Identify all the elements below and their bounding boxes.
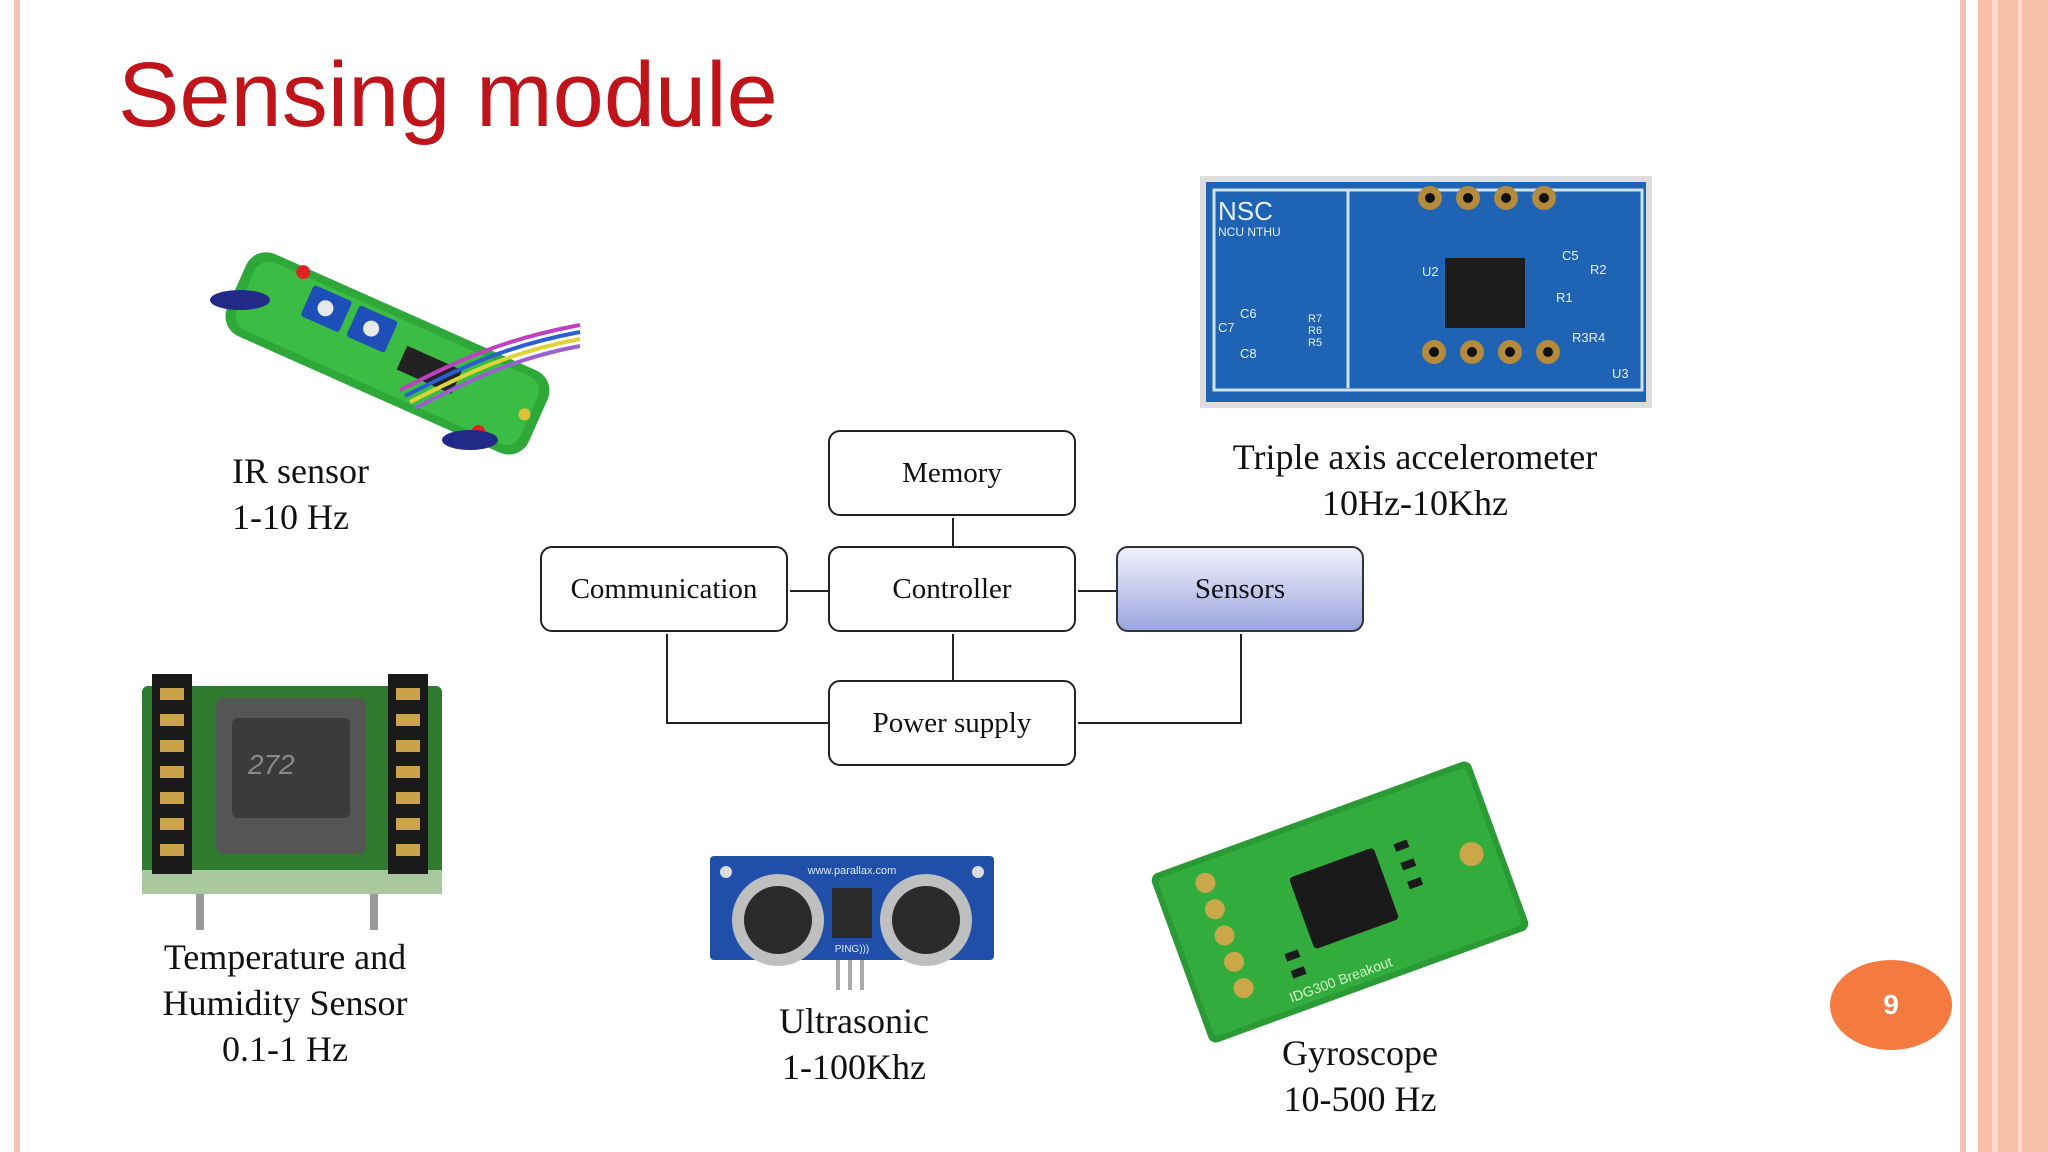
board-label-u2: U2	[1422, 264, 1439, 279]
temp-humidity-line2: Humidity Sensor	[162, 983, 408, 1023]
ultrasonic-name: Ultrasonic	[779, 1001, 929, 1041]
board-label-r5: R5	[1308, 337, 1322, 349]
memory-box: Memory	[828, 430, 1076, 516]
connector-communication-down	[666, 634, 668, 724]
board-label-u3: U3	[1612, 366, 1629, 381]
gyroscope-range: 10-500 Hz	[1283, 1079, 1437, 1119]
connector-sensors-power	[1078, 722, 1242, 724]
page-number-badge: 9	[1830, 960, 1952, 1050]
gyroscope-name: Gyroscope	[1282, 1033, 1438, 1073]
gyroscope-image: IDG300 Breakout	[1151, 761, 1529, 1043]
temp-humidity-sensor-image: 272	[142, 674, 442, 930]
connector-controller-power	[952, 634, 954, 680]
board-label-brand: NSC	[1218, 196, 1273, 226]
sensors-box: Sensors	[1116, 546, 1364, 632]
board-label-c5: C5	[1562, 248, 1579, 263]
ir-sensor-image	[210, 252, 581, 455]
connector-communication-controller	[790, 590, 828, 592]
slide-title: Sensing module	[118, 44, 778, 146]
ultrasonic-range: 1-100Khz	[782, 1047, 926, 1087]
ultrasonic-board-label: www.parallax.com	[807, 865, 897, 877]
accelerometer-image: NSC NCU NTHU U2 U3 C5 R2 R1 R3R4 C6 C7 C…	[1200, 176, 1652, 408]
communication-box: Communication	[540, 546, 788, 632]
connector-communication-power	[666, 722, 828, 724]
board-label-r3r4: R3R4	[1572, 330, 1605, 345]
controller-box: Controller	[828, 546, 1076, 632]
accelerometer-range: 10Hz-10Khz	[1322, 483, 1508, 523]
accelerometer-name: Triple axis accelerometer	[1232, 437, 1598, 477]
ir-sensor-range: 1-10 Hz	[232, 497, 349, 537]
board-label-r7: R7	[1308, 313, 1322, 325]
board-label-line1: NCU NTHU	[1218, 225, 1281, 239]
ultrasonic-sensor-image: www.parallax.com PING)))	[710, 856, 994, 990]
board-label-c7: C7	[1218, 320, 1235, 335]
temp-humidity-range: 0.1-1 Hz	[222, 1029, 348, 1069]
ir-sensor-name: IR sensor	[232, 451, 369, 491]
chip-label: 272	[247, 749, 295, 780]
power-supply-box: Power supply	[828, 680, 1076, 766]
right-border-stripe	[1960, 0, 1966, 1152]
ultrasonic-model-label: PING)))	[835, 944, 869, 955]
board-label-r2: R2	[1590, 262, 1607, 277]
connector-memory-controller	[952, 518, 954, 546]
connector-controller-sensors	[1078, 590, 1116, 592]
board-label-c6: C6	[1240, 306, 1257, 321]
board-label-c8: C8	[1240, 346, 1257, 361]
board-label-r1: R1	[1556, 290, 1573, 305]
temp-humidity-line1: Temperature and	[163, 937, 407, 977]
left-border-stripe	[14, 0, 20, 1152]
connector-sensors-down	[1240, 634, 1242, 724]
board-label-r6: R6	[1308, 325, 1322, 337]
right-border-band	[1978, 0, 2048, 1152]
